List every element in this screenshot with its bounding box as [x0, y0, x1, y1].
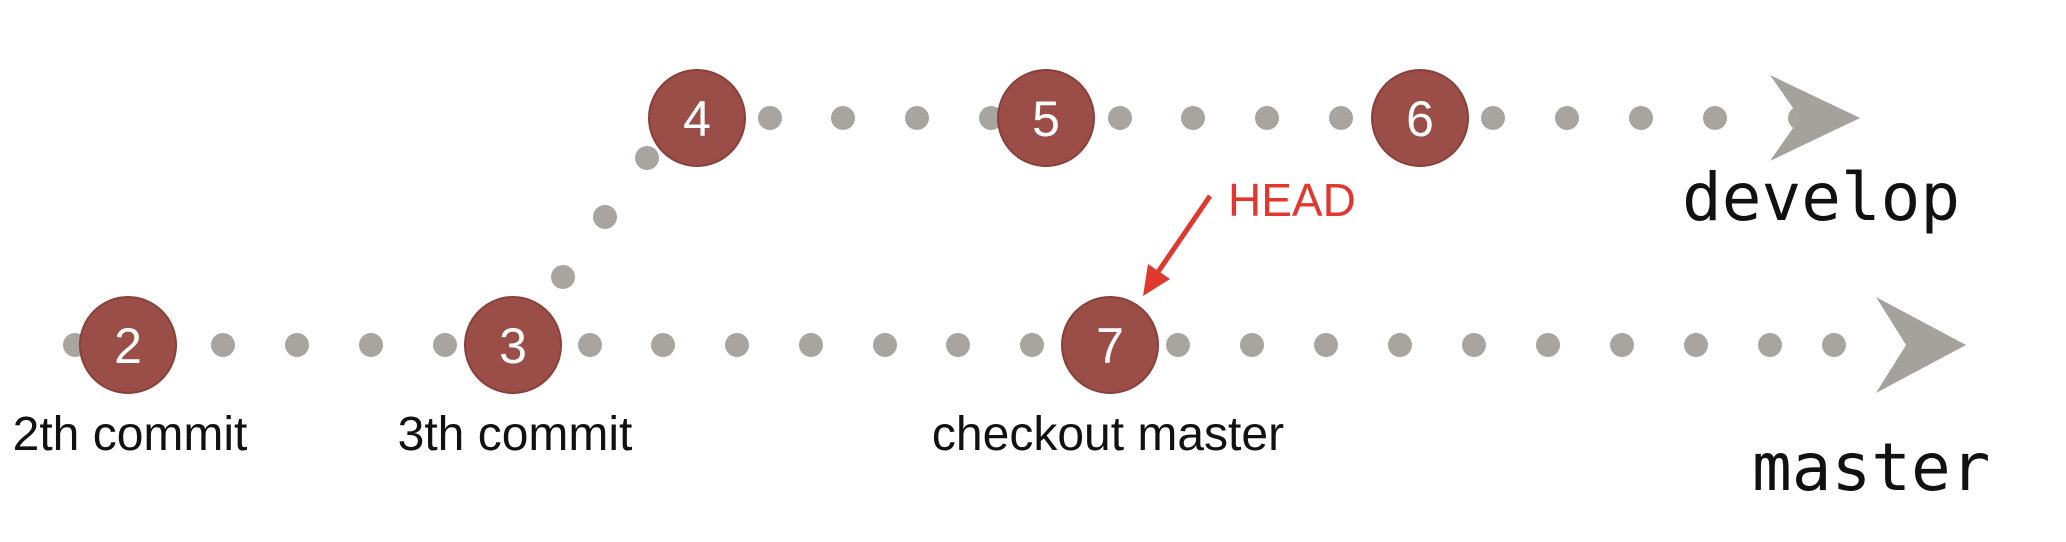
develop-connector-dot	[1181, 106, 1205, 130]
branch-label-develop: develop	[1682, 159, 1960, 236]
master-connector-dot	[1684, 333, 1708, 357]
branch-connector-dot	[635, 146, 659, 170]
master-connector-dot	[1536, 333, 1560, 357]
commit-circle	[464, 296, 562, 394]
develop-connector-dot	[758, 106, 782, 130]
master-connector-dot	[1240, 333, 1264, 357]
master-connector-dot	[1166, 333, 1190, 357]
master-connector-dot	[725, 333, 749, 357]
master-connector-dot	[1314, 333, 1338, 357]
master-connector-dot	[946, 333, 970, 357]
develop-connector-dot	[1329, 106, 1353, 130]
commit-number: 4	[683, 91, 711, 147]
develop-connector-dot	[1555, 106, 1579, 130]
commit-node-3[interactable]: 3	[464, 296, 562, 394]
commit-circle	[1061, 296, 1159, 394]
commit-circle	[997, 69, 1095, 167]
commit-number: 2	[114, 318, 142, 374]
commit-node-2[interactable]: 2	[79, 296, 177, 394]
master-connector-dot	[211, 333, 235, 357]
develop-connector-dot	[1255, 106, 1279, 130]
master-connector-dot	[1462, 333, 1486, 357]
master-connector-dot	[1388, 333, 1412, 357]
develop-branch-arrow-icon	[1770, 75, 1860, 161]
develop-connector-dot	[1481, 106, 1505, 130]
commit-label-2: 2th commit	[13, 408, 248, 461]
commit-node-6[interactable]: 6	[1371, 69, 1469, 167]
commit-number: 7	[1096, 318, 1124, 374]
master-connector-dot	[1822, 333, 1846, 357]
branch-connector-dot	[593, 205, 617, 229]
master-branch-arrow-icon	[1876, 297, 1966, 393]
master-connector-dot	[285, 333, 309, 357]
branch-connector-dot	[551, 265, 575, 289]
master-connector-dot	[799, 333, 823, 357]
master-connector-dot	[359, 333, 383, 357]
develop-connector-dot	[1703, 106, 1727, 130]
commit-circle	[79, 296, 177, 394]
commit-connector-dots	[63, 106, 1846, 357]
commit-number: 6	[1406, 91, 1434, 147]
commit-circle	[1371, 69, 1469, 167]
commit-node-4[interactable]: 4	[648, 69, 746, 167]
commit-number: 3	[499, 318, 527, 374]
master-connector-dot	[578, 333, 602, 357]
master-connector-dot	[433, 333, 457, 357]
develop-connector-dot	[1108, 106, 1132, 130]
develop-connector-dot	[905, 106, 929, 130]
commit-label-7: checkout master	[932, 408, 1284, 461]
develop-connector-dot	[979, 106, 1003, 130]
develop-connector-dot	[831, 106, 855, 130]
branch-label-master: master	[1752, 429, 1990, 506]
head-pointer-arrow-icon	[1143, 194, 1213, 296]
commit-circle	[648, 69, 746, 167]
commit-node-5[interactable]: 5	[997, 69, 1095, 167]
commit-label-3: 3th commit	[398, 408, 633, 461]
develop-connector-dot	[1629, 106, 1653, 130]
master-connector-dot	[873, 333, 897, 357]
master-connector-dot	[651, 333, 675, 357]
commit-node-7[interactable]: 7	[1061, 296, 1159, 394]
master-connector-dot	[1610, 333, 1634, 357]
commit-number: 5	[1032, 91, 1060, 147]
master-connector-dot	[1020, 333, 1044, 357]
head-label: HEAD	[1228, 174, 1356, 226]
master-connector-dot	[1758, 333, 1782, 357]
